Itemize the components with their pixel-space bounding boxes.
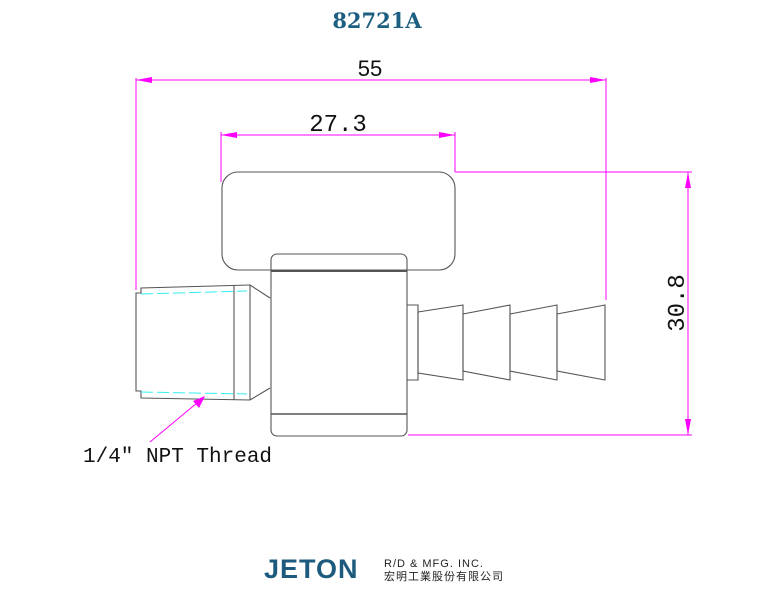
dimension-overall-length: 55 bbox=[135, 56, 607, 300]
part-number-title: 82721A bbox=[332, 8, 422, 33]
thread-callout: 1/4" NPT Thread bbox=[83, 396, 272, 469]
overall-length-value: 55 bbox=[358, 56, 382, 81]
valve-handle bbox=[221, 171, 456, 271]
company-logo: JETON R/D & MFG. INC. 宏明工業股份有限公司 bbox=[264, 554, 504, 584]
company-english: R/D & MFG. INC. bbox=[384, 558, 484, 570]
brand-logo: JETON bbox=[264, 554, 359, 584]
hose-barb bbox=[407, 304, 606, 381]
company-chinese: 宏明工業股份有限公司 bbox=[384, 569, 504, 583]
npt-thread-end bbox=[135, 284, 271, 401]
dimension-handle-length: 27.3 bbox=[220, 112, 456, 182]
handle-length-value: 27.3 bbox=[309, 112, 367, 139]
thread-callout-label: 1/4" NPT Thread bbox=[83, 446, 272, 469]
height-value: 30.8 bbox=[665, 274, 692, 332]
dimension-height: 30.8 bbox=[408, 171, 692, 436]
valve-body bbox=[270, 253, 408, 437]
